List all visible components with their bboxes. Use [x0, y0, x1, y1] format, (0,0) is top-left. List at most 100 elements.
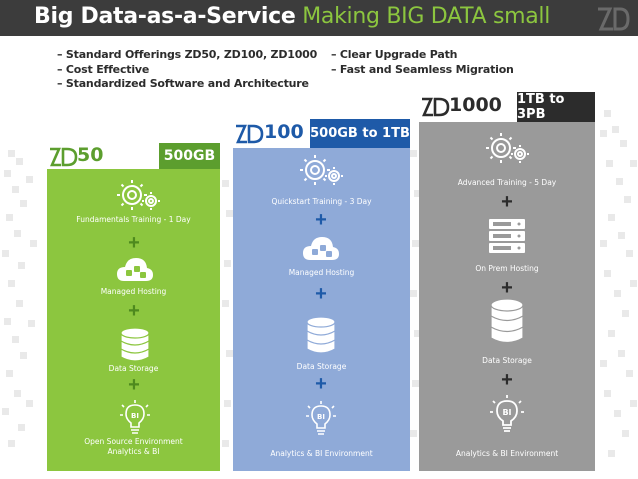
plus-sign: +: [501, 369, 513, 391]
bullet-list-left: – Standard Offerings ZD50, ZD100, ZD1000…: [57, 48, 317, 92]
lightbulb-bi-icon: BI: [306, 401, 336, 435]
bullet-item: – Clear Upgrade Path: [331, 48, 458, 61]
tier-header-zd100: 100 500GB to 1TB: [233, 119, 410, 148]
decorative-square: [612, 126, 619, 133]
zd-logo-icon: [236, 124, 264, 144]
decorative-square: [618, 350, 625, 357]
decorative-square: [8, 440, 15, 447]
decorative-square: [608, 450, 615, 457]
decorative-square: [14, 230, 21, 237]
decorative-square: [412, 380, 419, 387]
capacity-badge: 1TB to 3PB: [517, 92, 595, 122]
decorative-square: [608, 330, 615, 337]
plus-sign: +: [128, 374, 140, 396]
zd1000-logo: 1000: [419, 92, 517, 122]
gears-icon: [300, 155, 343, 185]
decorative-square: [222, 440, 229, 447]
decorative-square: [624, 196, 631, 203]
tier-panel-zd1000: Advanced Training - 5 Day + On Prem Host…: [419, 122, 595, 471]
decorative-square: [224, 400, 231, 407]
decorative-square: [410, 430, 417, 437]
decorative-square: [4, 170, 11, 177]
zd-logo-icon: [50, 147, 78, 167]
decorative-square: [412, 240, 419, 247]
decorative-square: [224, 260, 231, 267]
plus-sign: +: [501, 277, 513, 299]
tier-header-zd50: 50 500GB: [47, 143, 220, 169]
decorative-square: [20, 200, 27, 207]
gears-icon: [117, 180, 160, 210]
lightbulb-bi-icon: BI: [120, 400, 150, 434]
decorative-square: [16, 300, 23, 307]
bi-text: BI: [317, 413, 325, 421]
decorative-square: [8, 280, 15, 287]
bullet-item: – Standard Offerings ZD50, ZD100, ZD1000: [57, 48, 318, 61]
offering-label: Advanced Training - 5 Day: [457, 178, 557, 187]
gears-icon: [486, 133, 529, 163]
tier-logo-label: 50: [77, 144, 104, 166]
decorative-square: [414, 190, 421, 197]
plus-sign: +: [501, 191, 513, 213]
bullet-item: – Fast and Seamless Migration: [331, 62, 514, 76]
tier-panel-zd100: Quickstart Training - 3 Day + Managed Ho…: [233, 148, 410, 471]
decorative-square: [16, 158, 23, 165]
decorative-square: [6, 370, 13, 377]
decorative-square: [626, 370, 633, 377]
offering-label: Open Source Environment: [84, 437, 183, 446]
decorative-square: [600, 240, 607, 247]
decorative-square: [622, 310, 629, 317]
decorative-square: [226, 210, 233, 217]
cloud-icon: [117, 258, 153, 281]
server-rack-icon: [489, 219, 525, 253]
offering-label: Data Storage: [482, 356, 532, 365]
decorative-square: [630, 280, 637, 287]
decorative-square: [8, 150, 15, 157]
decorative-square: [604, 270, 611, 277]
offering-label: Managed Hosting: [288, 268, 355, 277]
tier-panel-zd50: Fundamentals Training - 1 Day + Managed …: [47, 169, 220, 471]
bullet-item: – Standardized Software and Architecture: [57, 77, 309, 90]
offering-label: Analytics & BI Environment: [455, 449, 559, 458]
decorative-square: [618, 232, 625, 239]
decorative-square: [604, 110, 611, 117]
offering-label: Data Storage: [296, 362, 347, 371]
decorative-square: [622, 430, 629, 437]
offering-label: Quickstart Training - 3 Day: [271, 197, 372, 206]
plus-sign: +: [128, 232, 140, 254]
decorative-square: [18, 262, 25, 269]
capacity-badge: 500GB: [159, 143, 220, 169]
tier-logo-label: 100: [264, 121, 304, 143]
offering-label: Analytics & BI: [107, 447, 160, 456]
bullet-list-right: – Clear Upgrade Path – Fast and Seamless…: [331, 48, 514, 77]
zd-logo-icon: [422, 97, 450, 117]
offering-label: Analytics & BI Environment: [270, 449, 373, 458]
decorative-square: [626, 250, 633, 257]
decorative-square: [26, 176, 33, 183]
decorative-square: [600, 360, 607, 367]
decorative-square: [606, 160, 613, 167]
decorative-square: [620, 140, 627, 147]
decorative-square: [222, 180, 229, 187]
decorative-square: [12, 336, 19, 343]
decorative-square: [28, 320, 35, 327]
decorative-square: [410, 290, 417, 297]
cloud-icon: [303, 237, 339, 260]
offering-label: Fundamentals Training - 1 Day: [76, 215, 191, 224]
decorative-square: [614, 290, 621, 297]
title-tagline: Making BIG DATA small: [302, 4, 551, 29]
decorative-square: [614, 410, 621, 417]
decorative-square: [12, 186, 19, 193]
decorative-square: [616, 178, 623, 185]
bi-text: BI: [131, 412, 139, 420]
decorative-square: [2, 250, 9, 257]
offering-label: On Prem Hosting: [475, 264, 539, 273]
database-icon: [120, 327, 150, 362]
decorative-square: [410, 150, 417, 157]
zd50-logo: 50: [47, 143, 159, 169]
title-bold: Big Data-as-a-Service: [34, 4, 296, 29]
database-icon: [490, 298, 524, 344]
offering-label: Managed Hosting: [100, 287, 167, 296]
plus-sign: +: [315, 373, 327, 395]
database-icon: [306, 316, 336, 354]
decorative-square: [6, 214, 13, 221]
